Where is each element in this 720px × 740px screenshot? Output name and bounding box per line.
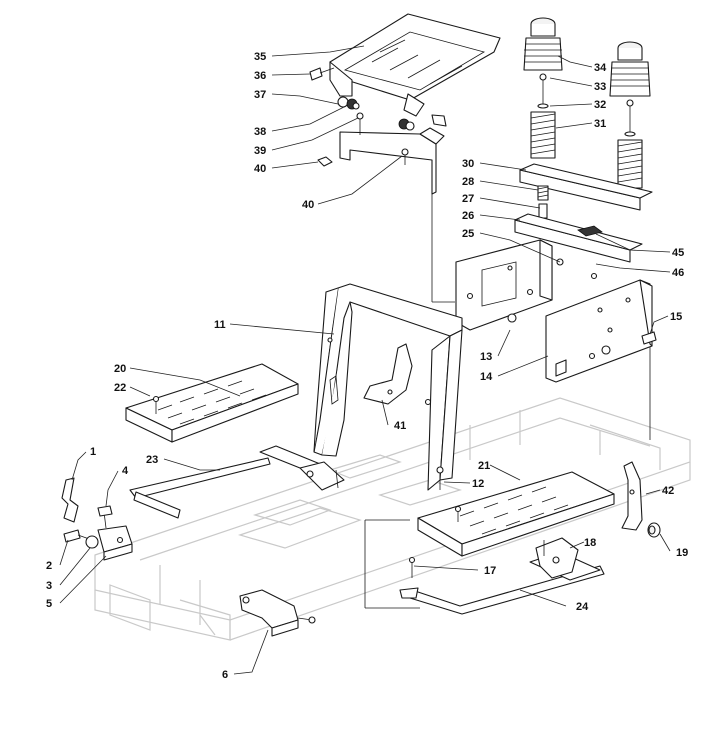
nut-19 <box>647 522 661 538</box>
callout-19: 19 <box>676 547 688 559</box>
callout-13: 13 <box>480 351 492 363</box>
callout-32: 32 <box>594 99 606 111</box>
assembly-guides <box>364 190 651 609</box>
callout-17: 17 <box>484 565 496 577</box>
screw-17 <box>408 556 416 578</box>
rail-30 <box>519 163 653 211</box>
footplate-21 <box>417 471 615 557</box>
springs-31 <box>530 111 643 189</box>
callout-26: 26 <box>462 210 474 222</box>
callout-18: 18 <box>584 537 596 549</box>
callout-14: 14 <box>480 371 493 383</box>
callout-40-bottom: 40 <box>302 199 314 211</box>
callout-3: 3 <box>46 580 52 592</box>
callout-30: 30 <box>462 158 474 170</box>
bracket-6 <box>239 589 316 637</box>
callout-45: 45 <box>672 247 684 259</box>
callout-39: 39 <box>254 145 266 157</box>
callout-12: 12 <box>472 478 484 490</box>
seat-bracket-13 <box>455 239 553 331</box>
callout-22: 22 <box>114 382 126 394</box>
callout-31: 31 <box>594 118 606 130</box>
callout-36: 36 <box>254 70 266 82</box>
callout-6: 6 <box>222 669 228 681</box>
callout-34: 34 <box>594 62 607 74</box>
clip-1 <box>61 477 79 523</box>
leader-lines <box>59 45 671 675</box>
callout-15: 15 <box>670 311 682 323</box>
ghost-chassis-frame <box>94 397 691 641</box>
callout-33: 33 <box>594 81 606 93</box>
bracket-18 <box>535 537 579 579</box>
bracket-2-3-5 <box>63 525 133 561</box>
seat-plate-35 <box>329 13 501 117</box>
callout-labels: 35 36 37 38 39 40 40 34 33 32 31 30 28 2… <box>46 51 688 681</box>
bellows-34 <box>523 17 651 97</box>
seat-plate-14 <box>545 258 657 383</box>
spring-28-pin-27 <box>537 185 549 219</box>
main-frame-11 <box>313 283 463 491</box>
callout-24: 24 <box>576 601 589 613</box>
callout-20: 20 <box>114 363 126 375</box>
callout-42: 42 <box>662 485 674 497</box>
callout-5: 5 <box>46 598 52 610</box>
callout-37: 37 <box>254 89 266 101</box>
bolt-4 <box>97 505 113 529</box>
bracket-42 <box>621 461 643 531</box>
callout-40-top: 40 <box>254 163 266 175</box>
callout-23: 23 <box>146 454 158 466</box>
callout-21: 21 <box>478 460 490 472</box>
bracket-41 <box>363 343 413 405</box>
footplate-20 <box>125 363 299 443</box>
callout-4: 4 <box>122 465 129 477</box>
callout-35: 35 <box>254 51 266 63</box>
bolts-33-32 <box>537 73 636 137</box>
seat-hinge-bracket <box>317 112 445 195</box>
rod-23 <box>129 445 345 519</box>
callout-25: 25 <box>462 228 474 240</box>
bolt-12 <box>436 466 444 490</box>
callout-11: 11 <box>214 319 226 331</box>
callout-1: 1 <box>90 446 96 458</box>
callout-41: 41 <box>394 420 406 432</box>
seat-bolts-36-37 <box>309 67 447 131</box>
callout-28: 28 <box>462 176 474 188</box>
callout-2: 2 <box>46 560 52 572</box>
callout-27: 27 <box>462 193 474 205</box>
callout-38: 38 <box>254 126 266 138</box>
callout-46: 46 <box>672 267 684 279</box>
